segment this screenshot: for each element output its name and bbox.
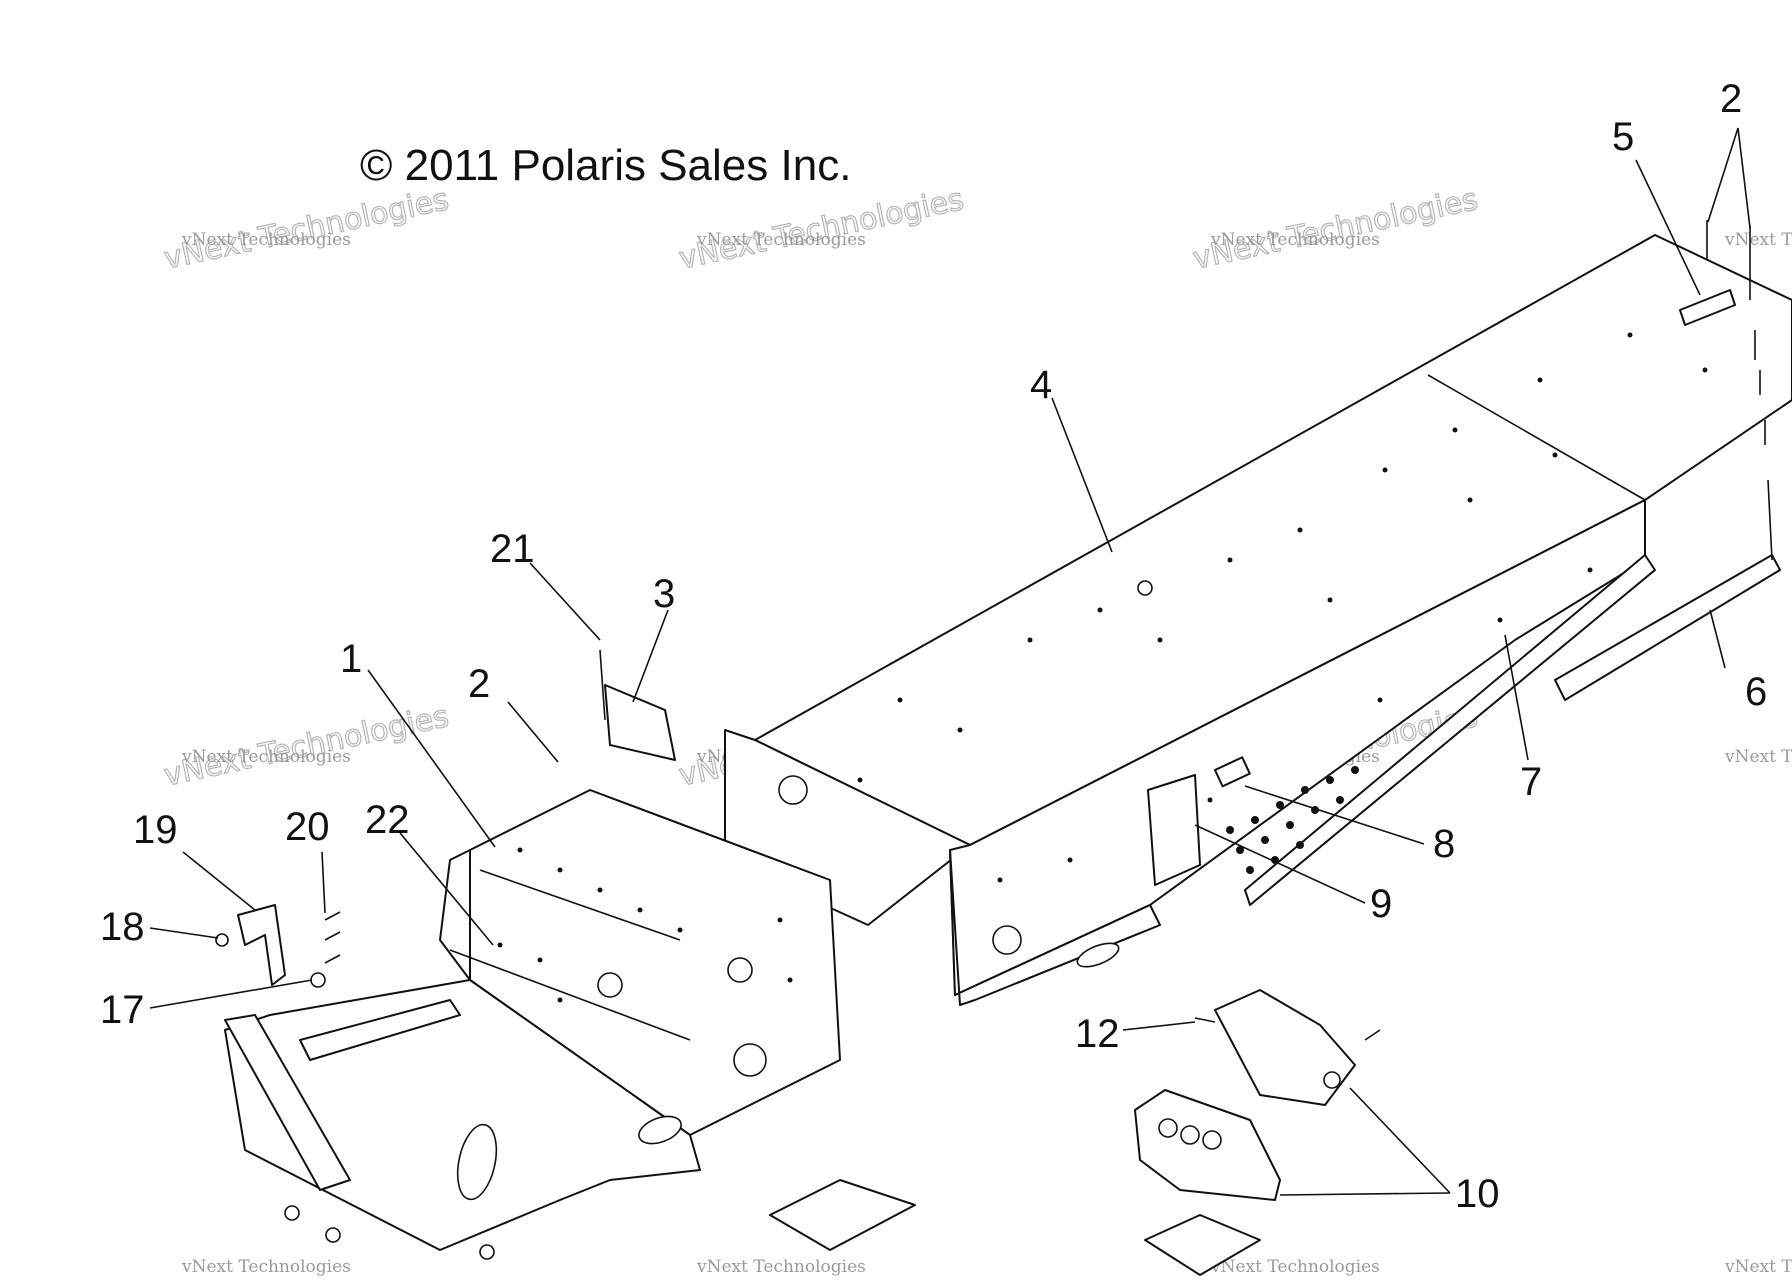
part-20-screw	[324, 911, 341, 921]
panel-plate	[1147, 774, 1201, 886]
watermark-text: vNext Technologies	[181, 1257, 351, 1277]
tunnel-hole	[992, 925, 1022, 955]
part-4-tunnel	[724, 234, 1792, 1006]
part-19-bracket	[237, 904, 286, 986]
watermark-text: vNext Technologies	[1724, 747, 1792, 767]
watermark: vNext Technologies vNext Technologies	[160, 698, 452, 794]
watermark: vNext Technologies	[696, 1257, 866, 1277]
callout-12: 12	[1075, 1012, 1120, 1056]
callout-2: 2	[1720, 77, 1742, 121]
tunnel-hole	[1137, 580, 1153, 596]
panel-holes	[1226, 766, 1359, 874]
watermark: vNext Technologies	[1724, 1257, 1792, 1277]
watermark-text: vNext Technologies	[181, 747, 351, 767]
watermark-text: vNext Technologies	[1724, 230, 1792, 250]
callout-7: 7	[1520, 760, 1542, 804]
callout-2: 2	[468, 662, 490, 706]
part-20-screw	[324, 931, 341, 941]
watermark: vNext Technologies	[1724, 747, 1792, 767]
exhaust-hole	[1158, 1118, 1178, 1138]
callout-22: 22	[365, 798, 410, 842]
bulkhead-rivets	[497, 847, 793, 1003]
callout-3: 3	[653, 572, 675, 616]
watermark: vNext Technologies vNext Technologies	[675, 181, 967, 277]
callout-5: 5	[1612, 115, 1634, 159]
part-5-block	[1679, 289, 1736, 326]
watermark-text: vNext Technologies	[696, 1257, 866, 1277]
part-12-stud	[1194, 1017, 1216, 1023]
tunnel-rail	[1244, 554, 1656, 906]
exhaust-upper	[1214, 989, 1356, 1106]
part-21-bolt	[599, 649, 606, 721]
part-1-bulkhead	[224, 789, 841, 1251]
part-6-rail	[1554, 554, 1781, 701]
part-8-bracket	[1214, 756, 1251, 788]
nut	[479, 1244, 495, 1260]
callout-21: 21	[490, 527, 535, 571]
nut	[325, 1227, 341, 1243]
callout-18: 18	[100, 905, 145, 949]
bulkhead-oval-hole	[456, 1123, 498, 1201]
watermark: vNext Technologies	[1210, 1257, 1380, 1277]
tunnel-seam	[1427, 374, 1646, 501]
part-3-bracket	[604, 684, 676, 761]
callout-8: 8	[1433, 822, 1455, 866]
tunnel-slot	[1076, 942, 1120, 968]
watermark: vNext Technologies	[1724, 230, 1792, 250]
watermark: vNext Technologies vNext Technologies	[1189, 181, 1481, 277]
watermark-text: vNext Technologies	[1210, 230, 1380, 250]
lower-bracket	[769, 1179, 916, 1251]
part-20-screw	[324, 954, 341, 964]
callout-17: 17	[100, 988, 145, 1032]
callout-10: 10	[1455, 1172, 1500, 1216]
nut	[284, 1205, 300, 1221]
exhaust-hole	[1180, 1125, 1200, 1145]
exhaust-hole	[1323, 1071, 1341, 1089]
bulkhead-crossbar	[299, 999, 461, 1061]
copyright-notice: © 2011 Polaris Sales Inc.	[360, 141, 851, 190]
bulkhead-strut	[224, 1014, 351, 1191]
tunnel-lower-lip	[949, 849, 1161, 1006]
tunnel-hole	[778, 775, 808, 805]
watermark: vNext Technologies	[181, 1257, 351, 1277]
bulkhead-hole	[597, 972, 623, 998]
callout-20: 20	[285, 805, 330, 849]
callout-9: 9	[1370, 882, 1392, 926]
bolt	[1767, 479, 1773, 561]
callouts: 1 2 2 3 4 5 6 7 8 9 10 12 17 18 19 20 21…	[100, 77, 1767, 1216]
watermark-text: vNext Technologies	[181, 230, 351, 250]
callout-19: 19	[133, 808, 178, 852]
callout-1: 1	[340, 637, 362, 681]
bulkhead-front-edge	[439, 849, 471, 981]
bulkhead-seam	[479, 869, 681, 941]
stud	[1364, 1029, 1381, 1041]
part-17-bolt-head	[310, 972, 326, 988]
bulkhead-hole	[733, 1043, 767, 1077]
tunnel-rivets	[857, 332, 1708, 883]
exhaust-hole	[1202, 1130, 1222, 1150]
watermark: vNext Technologies vNext Technologies	[160, 181, 452, 277]
lower-bracket	[1144, 1214, 1261, 1276]
bulkhead-slot	[638, 1115, 682, 1145]
part-9-panel	[1147, 756, 1359, 886]
callout-4: 4	[1030, 363, 1052, 407]
watermark-text: vNext Technologies	[1724, 1257, 1792, 1277]
bulkhead-hole	[727, 957, 753, 983]
part-10-exhaust	[1134, 989, 1381, 1201]
callout-6: 6	[1745, 670, 1767, 714]
watermark-text: vNext Technologies	[1210, 1257, 1380, 1277]
bulkhead-seam	[449, 949, 691, 1041]
leader-lines	[149, 127, 1751, 1196]
watermark-text: vNext Technologies	[696, 230, 866, 250]
part-18-nut	[215, 933, 229, 947]
